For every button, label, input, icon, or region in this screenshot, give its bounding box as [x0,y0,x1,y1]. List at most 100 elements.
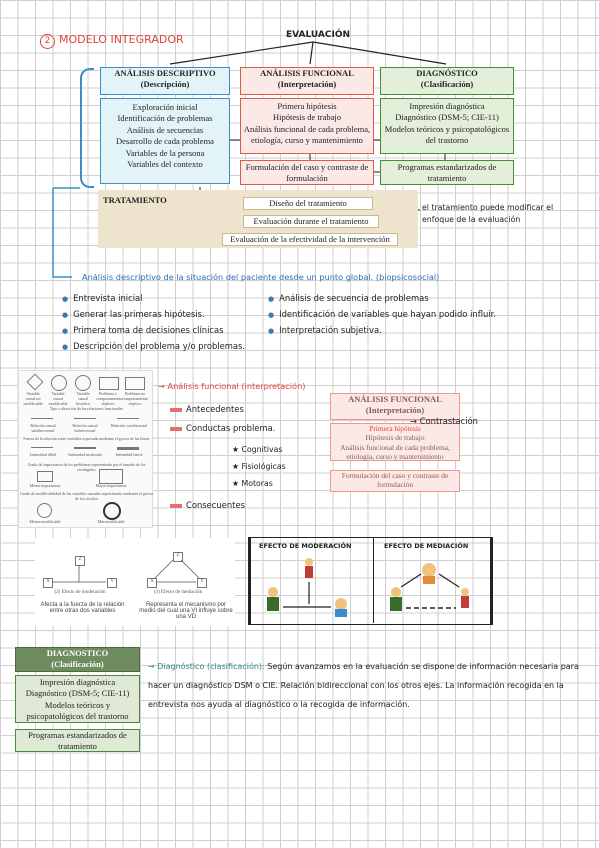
mini-funcional: ANÁLISIS FUNCIONAL (Interpretación) Prim… [330,393,460,493]
descriptivo-header: ANÁLISIS DESCRIPTIVO (Descripción) [100,67,230,95]
list-item: Exploración inicial [132,102,198,112]
mini-formulacion: Formulación del caso y contraste de form… [330,470,460,492]
programas-box: Programas estandarizados de tratamiento [380,160,514,185]
legend-panel: Variable causal no modificable Variable … [18,370,153,528]
section-header: 2 MODELO INTEGRADOR [40,33,184,49]
diamond-symbol [26,373,44,391]
legend-label: Más modificable [97,519,125,524]
consecuentes-label: Consecuentes [170,500,245,510]
rect-symbol [99,377,119,390]
legend-label: Variable causal modificable [48,391,68,406]
diag2-text: → Diagnóstico (clasificación): Según ava… [148,662,579,709]
legend-line: Fuerza de la relación entre variables ex… [23,436,150,441]
consecuentes-text: Consecuentes [186,500,245,510]
line-symbol [117,447,139,450]
list-item: Diagnóstico (DSM-5; CIE-11) [25,688,130,699]
section-number-badge: 2 [40,34,55,49]
diagnostico-header: DIAGNÓSTICO (Clasificación) [380,67,514,95]
list-item: Generar las primeras hipótesis. [62,307,272,323]
conductas-sub: ★ Cognitivas ★ Fisiológicas ★ Motoras [232,441,286,492]
funcional-header: ANÁLISIS FUNCIONAL (Interpretación) [240,67,374,95]
line-symbol [117,418,139,419]
list-item: Desarrollo de cada problema [116,136,214,147]
legend-label: Mayor importancia [95,483,127,488]
figures [267,558,469,617]
evaluacion-durante-box: Evaluación durante el tratamiento [243,215,379,228]
blue-brace [80,68,94,188]
diagnostico-list: Impresión diagnóstica Diagnóstico (DSM-5… [380,98,514,154]
diag2-title: DIAGNOSTICO [46,648,109,658]
effects-panel: Z X Y (2) Efecto de moderación Z X Y (3)… [35,538,235,626]
legend-label: Menor importancia [29,483,61,488]
list-item: ★ Cognitivas [232,445,283,454]
descriptivo-title: ANÁLISIS DESCRIPTIVO [114,68,216,78]
node-y: Y [107,578,117,588]
circle-symbol [75,375,91,391]
diag2-programas: Programas estandarizados de tratamiento [15,729,140,752]
rect-symbol [125,377,145,390]
legend-label: Relación correlacional [110,423,148,428]
list-item: Identificación de variables que hayan po… [268,307,588,323]
descriptivo-left-list: Entrevista inicial Generar las primeras … [62,291,272,355]
section-title: MODELO INTEGRADOR [59,33,184,46]
funcional-list: Primera hipótesis Hipótesis de trabajo A… [240,98,374,154]
list-item: Hipótesis de trabajo [365,433,425,443]
legend-label: Variable causal histórica [76,391,90,406]
legend-label: Intensidad fuerte [115,452,143,457]
effects-arrows [52,559,200,583]
legend-label: Intensidad débil [30,452,56,457]
list-item: ★ Motoras [232,479,273,489]
list-item: Primera hipótesis [369,424,421,433]
legend-line: Grado de importancia de los problemas re… [27,462,146,472]
list-item: Análisis de secuencia de problemas [268,291,588,307]
sub-label: Fisiológicas [241,462,286,472]
circle-symbol [37,503,52,518]
list-item: Hipótesis de trabajo [273,112,341,123]
node-x: X [43,578,53,588]
mini-funcional-subtitle: (Interpretación) [365,405,425,416]
line-symbol [31,447,53,448]
legend-line: Grado de modificabilidad de las variable… [19,491,154,501]
mini-funcional-list: Primera hipótesis Hipótesis de trabajo A… [330,423,460,461]
mini-funcional-header: ANÁLISIS FUNCIONAL (Interpretación) [330,393,460,420]
list-item: ★ Fisiológicas [232,462,286,472]
list-item: Impresión diagnóstica [409,101,485,111]
divider [373,538,374,623]
node-x: X [147,578,157,588]
list-item: Impresión diagnóstica [39,677,116,687]
diag2-list: Impresión diagnóstica Diagnóstico (DSM-5… [15,675,140,723]
mediacion-label: (3) Efecto de mediación [153,590,203,595]
line-symbol [74,447,96,449]
legend-label: Relación causal bidireccional [72,423,98,433]
sub-label: Motoras [241,479,273,489]
diagnostico-subtitle: (Clasificación) [420,79,474,90]
list-item: Análisis funcional de cada problema, eti… [243,123,371,146]
funcional-title: ANÁLISIS FUNCIONAL [260,68,354,78]
list-item: Primera toma de decisiones clínicas [62,323,272,339]
list-item: Análisis funcional de cada problema, eti… [340,442,450,461]
list-item: Diagnóstico (DSM-5; CIE-11) [395,112,499,123]
mini-funcional-title: ANÁLISIS FUNCIONAL [348,394,442,404]
funcional-heading-text: Análisis funcional (interpretación) [167,381,306,391]
evaluacion-label: EVALUACIÓN [286,30,351,40]
efectividad-box: Evaluación de la efectividad de la inter… [222,233,398,246]
tratamiento-note: el tratamiento puede modificar el enfoqu… [422,203,554,225]
blue-arrow-line [52,187,80,278]
effects-illustration: EFECTO DE MODERACIÓN EFECTO DE MEDIACIÓN [248,537,493,625]
red-marker [170,426,182,431]
diseno-box: Diseño del tratamiento [243,197,373,210]
list-item: Variables del contexto [127,159,203,170]
list-item: Interpretación subjetiva. [268,323,588,339]
conductas-text: Conductas problema. [186,423,276,433]
diag2-text-body: Según avanzamos en la evaluación se disp… [148,662,579,709]
list-item: Modelos teóricos y psicopatológicos del … [26,699,129,722]
moderacion-desc: Afecta a la fuerza de la relación entre … [40,602,125,614]
legend-label: Relación causal unidireccional [30,423,56,433]
node-y: Y [197,578,207,588]
node-z: Z [75,556,85,566]
list-item: Variables de la persona [125,147,205,158]
funcional-heading: → Análisis funcional (interpretación) [158,381,306,391]
descriptivo-subtitle: (Descripción) [140,79,190,90]
diag2-subtitle: (Clasificación) [51,659,104,670]
node-z: Z [173,552,183,562]
